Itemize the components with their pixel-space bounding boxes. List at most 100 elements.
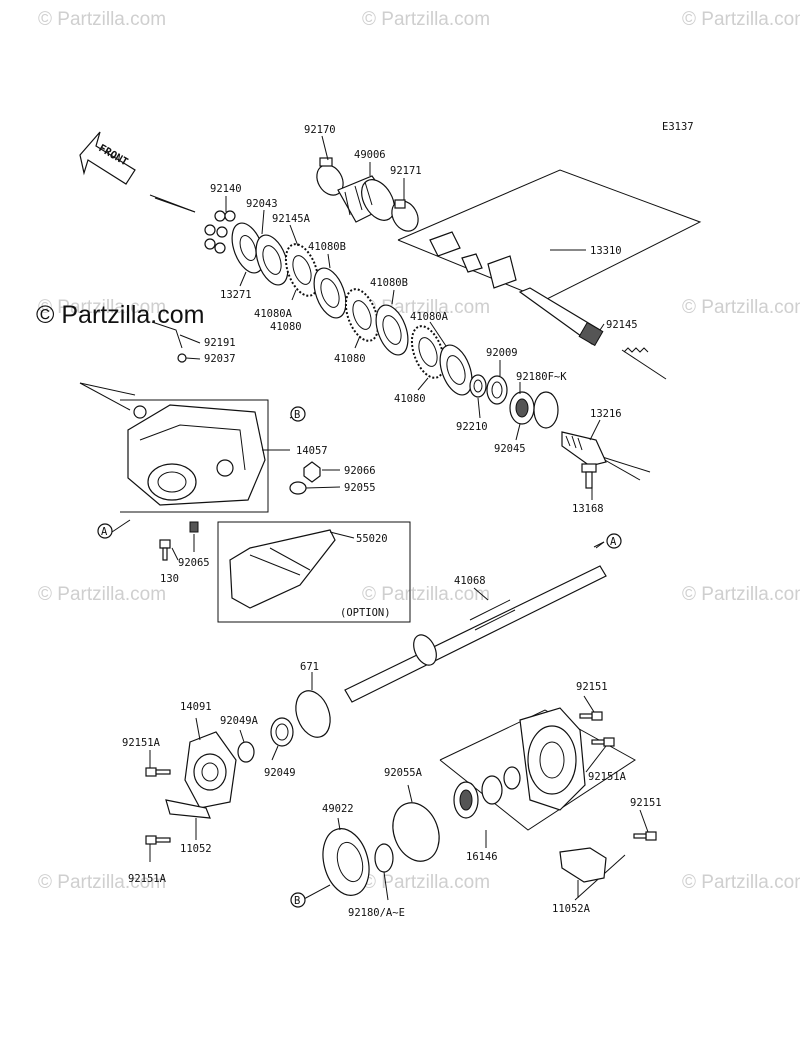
watermark-text: © Partzilla.com	[682, 9, 800, 30]
plate-41080B-2	[375, 304, 409, 356]
part-label: 41080	[270, 321, 302, 333]
o-ring-671	[295, 690, 331, 738]
bolt-92151A-left-2	[145, 835, 171, 845]
bolt-130	[159, 539, 171, 561]
bearing-set-16146	[453, 766, 521, 819]
part-label: 92170	[304, 124, 336, 136]
part-label: 92140	[210, 183, 242, 195]
seal-92049	[270, 717, 294, 747]
watermark-text: © Partzilla.com	[38, 297, 166, 318]
nut-92066	[303, 461, 321, 483]
watermark-text: © Partzilla.com	[38, 872, 166, 893]
part-label: 92151	[630, 797, 662, 809]
part-label: 92145	[606, 319, 638, 331]
part-label: 92049	[264, 767, 296, 779]
svg-text:B: B	[294, 409, 300, 421]
plate-41080B-1	[313, 267, 347, 319]
part-label: 92055A	[384, 767, 423, 779]
part-label: 92210	[456, 421, 488, 433]
bolt-13168	[581, 463, 597, 489]
part-label: 11052	[180, 843, 212, 855]
part-label: 41080B	[308, 241, 346, 253]
part-label: 671	[300, 661, 319, 673]
part-label: 13216	[590, 408, 622, 420]
watermark-layer: © Partzilla.com © Partzilla.com © Partzi…	[38, 9, 800, 893]
watermark-text: © Partzilla.com	[682, 872, 800, 893]
friction-disc-41080-1	[284, 243, 320, 297]
part-label: 41080	[334, 353, 366, 365]
watermark-text: © Partzilla.com	[682, 297, 800, 318]
bracket-11052A	[559, 847, 607, 883]
clamp-92170	[316, 157, 344, 196]
svg-text:B: B	[294, 895, 300, 907]
part-label: 41080A	[410, 311, 449, 323]
part-label: 13310	[590, 245, 622, 257]
part-label: 92009	[486, 347, 518, 359]
part-labels: 92170 49006 92171 92140 92043 92145A 410…	[122, 124, 662, 919]
case-14057	[127, 404, 266, 506]
part-label: 92171	[390, 165, 422, 177]
o-ring-92055	[289, 481, 307, 495]
part-label: 92043	[246, 198, 278, 210]
watermark-text: © Partzilla.com	[362, 9, 490, 30]
callout-a-right: A	[606, 533, 622, 549]
bolt-92151A-left-1	[145, 767, 171, 777]
part-label: 92066	[344, 465, 376, 477]
option-guard-box	[217, 521, 411, 623]
part-label: 16146	[466, 851, 498, 863]
part-label: 92055	[344, 482, 376, 494]
bracket-box	[120, 399, 269, 513]
part-label: 92151A	[122, 737, 161, 749]
bolt-92151-right-1	[579, 711, 603, 721]
gear-case-right	[519, 707, 586, 811]
friction-disc-41080-3	[410, 325, 446, 379]
option-label: (OPTION)	[340, 607, 391, 619]
part-label: 13168	[572, 503, 604, 515]
boot-49006	[337, 175, 395, 223]
part-label: 41080A	[254, 308, 293, 320]
part-label: 92045	[494, 443, 526, 455]
oil-seal-92009	[486, 375, 508, 405]
label-leaders	[111, 135, 649, 901]
watermark-text: © Partzilla.com	[38, 9, 166, 30]
friction-disc-41080-2	[344, 288, 380, 342]
part-label: 41080	[394, 393, 426, 405]
plate-41080A-1	[255, 234, 289, 286]
part-label: 49006	[354, 149, 386, 161]
o-ring-92055A	[392, 802, 440, 862]
seal-92049A	[237, 741, 255, 763]
shim-92180FK	[533, 391, 559, 429]
part-label: 130	[160, 573, 179, 585]
pinion-13216	[561, 431, 607, 467]
part-label: 92037	[204, 353, 236, 365]
drive-shaft-41068	[344, 565, 607, 703]
watermark-text: © Partzilla.com	[38, 584, 166, 605]
svg-text:A: A	[101, 526, 108, 538]
bolt-92151-right-2	[633, 831, 657, 841]
part-label: 92191	[204, 337, 236, 349]
part-label: 92151A	[588, 771, 627, 783]
part-label: 41068	[454, 575, 486, 587]
part-label: 14057	[296, 445, 328, 457]
part-label: 92180/A~E	[348, 907, 405, 919]
ring-gear-49022	[322, 828, 370, 896]
svg-text:A: A	[610, 536, 617, 548]
part-label: 13271	[220, 289, 252, 301]
part-label: 92145A	[272, 213, 311, 225]
part-label: 92151A	[128, 873, 167, 885]
part-label: 41080B	[370, 277, 408, 289]
front-arrow-icon: FRONT	[79, 131, 136, 185]
balls-92140	[204, 210, 236, 254]
plate-41080A-2	[439, 344, 473, 396]
diagram-code: E3137	[662, 121, 694, 133]
bracket-11052	[165, 799, 211, 819]
callout-b-bottom: B	[290, 892, 306, 908]
bolt-92151A-right	[591, 737, 615, 747]
watermark-text: © Partzilla.com	[362, 872, 490, 893]
part-label: 92049A	[220, 715, 259, 727]
universal-joint-13310	[429, 231, 604, 347]
bearing-92045	[509, 391, 535, 425]
oil-seal-92210	[469, 374, 487, 398]
clamp-92171	[391, 199, 419, 232]
